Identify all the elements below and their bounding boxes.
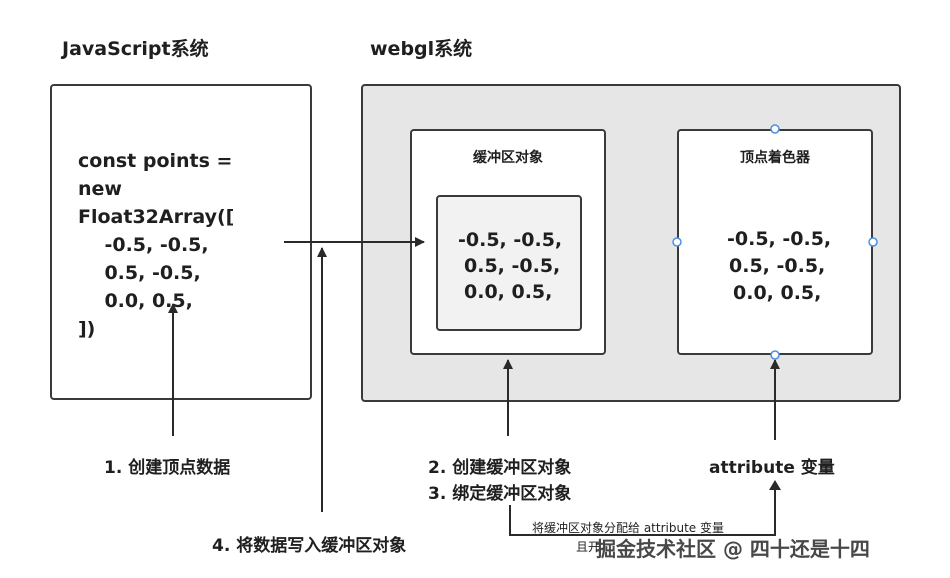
buffer-object-box: 缓冲区对象 -0.5, -0.5, 0.5, -0.5, 0.0, 0.5, [410, 129, 606, 355]
shader-value-2: 0.5, -0.5, [729, 255, 826, 277]
shader-value-3: 0.0, 0.5, [733, 282, 822, 304]
buffer-value-1: -0.5, -0.5, [458, 229, 563, 251]
handle-top[interactable] [770, 124, 780, 134]
js-system-box: const points = new Float32Array([ -0.5, … [50, 84, 312, 400]
note-connector-head [769, 480, 781, 490]
note-connector [509, 482, 776, 536]
code-line-4: -0.5, -0.5, [78, 234, 209, 256]
code-line-1: const points = [78, 150, 233, 172]
step2-label: 2. 创建缓冲区对象 [428, 458, 572, 478]
watermark-text: 掘金技术社区 @ 四十还是十四 [596, 537, 870, 561]
note-line-2: 且开 [576, 540, 601, 554]
js-system-title: JavaScript系统 [62, 38, 209, 60]
handle-left[interactable] [672, 237, 682, 247]
step3-label: 3. 绑定缓冲区对象 [428, 484, 572, 504]
buffer-value-2: 0.5, -0.5, [464, 255, 561, 277]
webgl-system-title: webgl系统 [370, 38, 473, 60]
handle-right[interactable] [868, 237, 878, 247]
buffer-value-3: 0.0, 0.5, [464, 281, 553, 303]
buffer-object-title: 缓冲区对象 [473, 150, 543, 166]
step4-label: 4. 将数据写入缓冲区对象 [212, 536, 407, 556]
code-line-2: new [78, 178, 122, 200]
code-line-7: ]) [78, 318, 96, 340]
code-line-5: 0.5, -0.5, [78, 262, 201, 284]
attribute-label: attribute 变量 [709, 458, 835, 478]
code-line-3: Float32Array([ [78, 206, 235, 228]
vertex-shader-title: 顶点着色器 [740, 150, 810, 166]
handle-bottom[interactable] [770, 350, 780, 360]
step1-label: 1. 创建顶点数据 [104, 458, 231, 478]
buffer-data-box: -0.5, -0.5, 0.5, -0.5, 0.0, 0.5, [436, 195, 582, 331]
code-line-6: 0.0, 0.5, [78, 290, 193, 312]
shader-value-1: -0.5, -0.5, [727, 228, 832, 250]
note-line-1: 将缓冲区对象分配给 attribute 变量 [532, 521, 724, 535]
